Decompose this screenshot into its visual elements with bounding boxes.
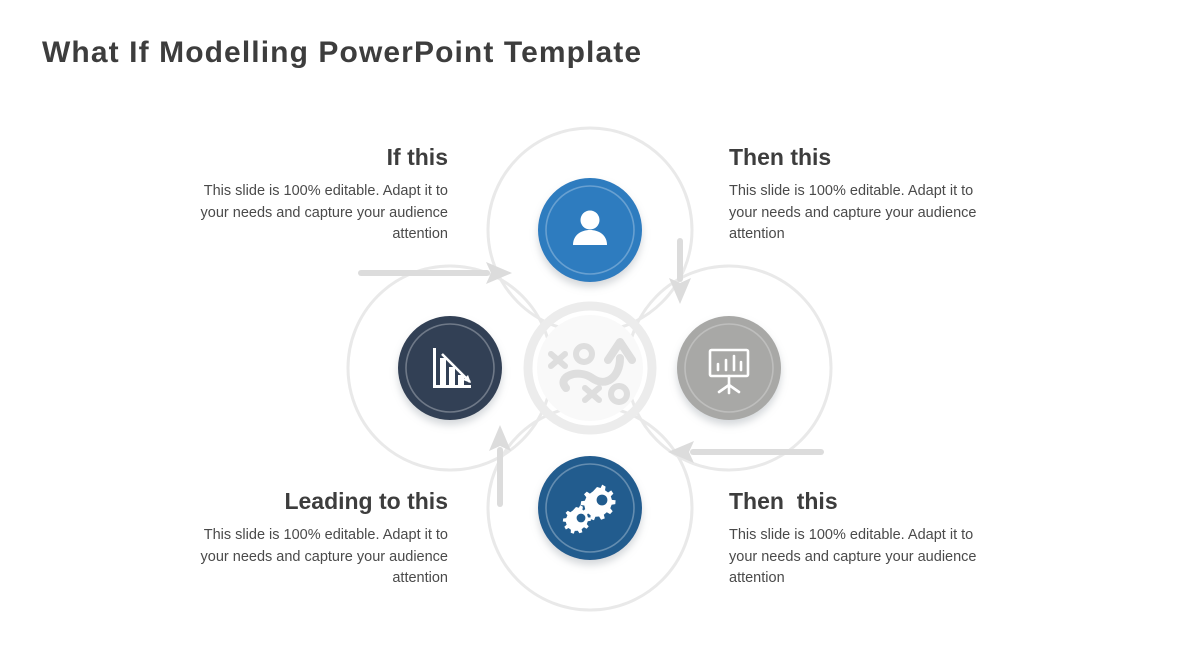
arrow-bottom-to-left <box>489 425 511 507</box>
text-block-if-this: If this This slide is 100% editable. Ada… <box>176 144 448 246</box>
body-then-this-top: This slide is 100% editable. Adapt it to… <box>729 183 977 243</box>
person-icon <box>573 210 607 245</box>
center-node[interactable] <box>523 301 657 435</box>
arrow-top-to-right <box>669 238 691 304</box>
node-right-circle <box>677 316 781 420</box>
heading-if-this: If this <box>386 144 448 170</box>
heading-then-this-top: Then this <box>729 144 832 170</box>
diagram-svg <box>346 126 833 612</box>
node-bottom[interactable] <box>538 456 642 560</box>
cycle-arrows <box>358 238 824 507</box>
gears-icon <box>562 484 616 534</box>
node-right-inner-ring <box>684 323 774 413</box>
node-left-inner-ring <box>405 323 495 413</box>
body-if-this: This slide is 100% editable. Adapt it to… <box>200 183 448 243</box>
strategy-playbook-icon <box>548 338 636 405</box>
body-then-this-bottom: This slide is 100% editable. Adapt it to… <box>729 527 977 587</box>
node-top-inner-ring <box>545 185 635 275</box>
text-block-then-this-bottom: Then this This slide is 100% editable. A… <box>729 488 1001 590</box>
text-block-then-this-top: Then this This slide is 100% editable. A… <box>729 144 1001 246</box>
node-left[interactable] <box>398 316 502 420</box>
node-top[interactable] <box>538 178 642 282</box>
text-block-leading-to-this: Leading to this This slide is 100% edita… <box>176 488 448 590</box>
node-bottom-inner-ring <box>545 463 635 553</box>
heading-then-this-bottom: Then this <box>729 488 838 514</box>
arrow-right-to-bottom <box>668 441 824 463</box>
node-right[interactable] <box>677 316 781 420</box>
cycle-diagram: If this This slide is 100% editable. Ada… <box>0 96 1180 636</box>
body-leading-to-this: This slide is 100% editable. Adapt it to… <box>200 527 448 587</box>
declining-bar-chart-icon <box>433 348 471 388</box>
presentation-chart-icon <box>708 348 750 395</box>
page-title: What If Modelling PowerPoint Template <box>42 36 643 69</box>
center-node-outer-ring <box>523 301 657 435</box>
arrow-left-to-top <box>358 262 512 284</box>
heading-leading-to-this: Leading to this <box>284 488 448 514</box>
